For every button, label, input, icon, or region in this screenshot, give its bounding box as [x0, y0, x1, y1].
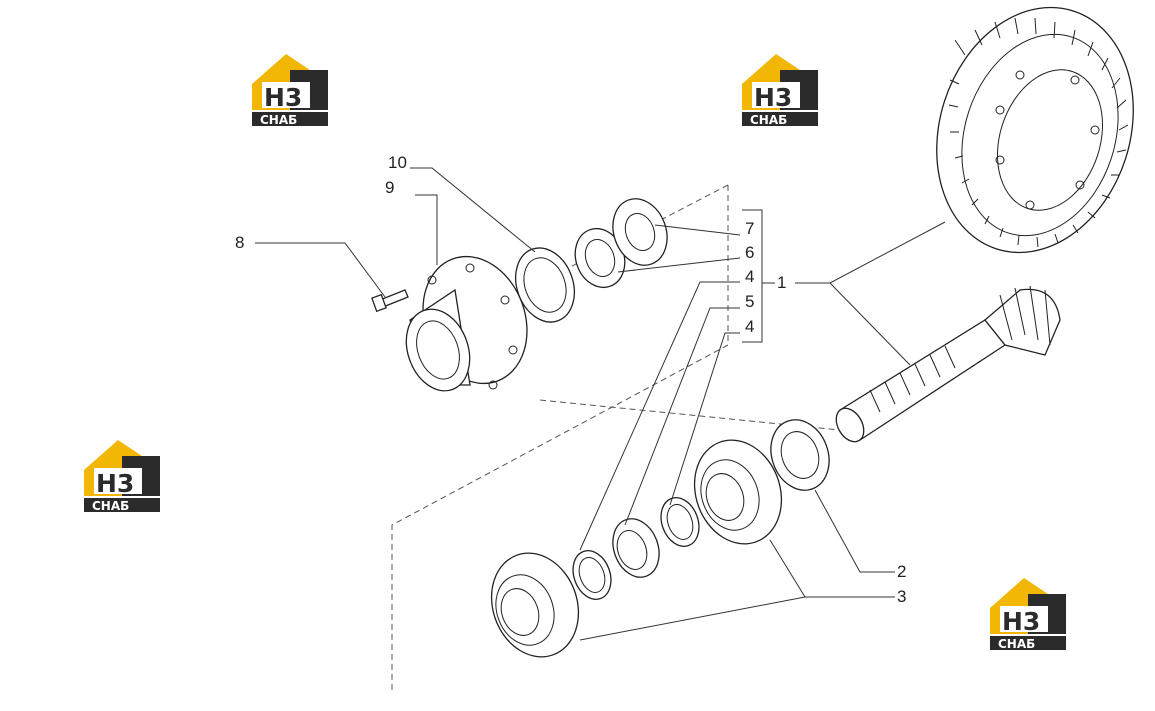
spacer-ring [660, 497, 700, 547]
logo-watermark: H3 CHAБ [738, 50, 822, 128]
callout-5: 5 [745, 292, 754, 311]
logo-mark: H3 [264, 83, 302, 112]
logo-house-icon: H3 CHAБ [990, 578, 1066, 651]
taper-bearing-upper [693, 439, 783, 545]
logo-house-icon: H3 CHAБ [252, 54, 328, 127]
callout-6: 6 [745, 243, 754, 262]
logo-mark: H3 [1002, 607, 1040, 636]
lock-washer [612, 198, 668, 266]
callout-7: 7 [745, 219, 754, 238]
logo-house-icon: H3 CHAБ [742, 54, 818, 127]
bolt [371, 289, 409, 313]
logo-word: CHAБ [750, 113, 787, 127]
callout-9: 9 [385, 178, 394, 197]
taper-bearing-lower [490, 552, 580, 658]
callout-8: 8 [235, 233, 244, 252]
logo-house-icon: H3 CHAБ [84, 440, 160, 513]
logo-watermark: H3 CHAБ [986, 574, 1070, 652]
shim-ring [572, 550, 612, 600]
callout-4a: 4 [745, 267, 754, 286]
ring-gear [936, 6, 1134, 254]
logo-word: CHAБ [260, 113, 297, 127]
callout-3: 3 [897, 587, 906, 606]
callout-2: 2 [897, 562, 906, 581]
leader-lines [255, 167, 946, 641]
logo-watermark: H3 CHAБ [80, 436, 164, 514]
bearing-cup [612, 518, 660, 578]
pinion-shaft [835, 285, 1061, 443]
logo-word: CHAБ [998, 637, 1035, 651]
logo-word: CHAБ [92, 499, 129, 513]
callout-labels: 8 10 9 7 6 4 1 5 4 2 3 [235, 153, 906, 606]
thrust-washer [770, 419, 830, 491]
callout-4b: 4 [745, 317, 754, 336]
seal-ring [515, 247, 575, 323]
logo-mark: H3 [754, 83, 792, 112]
flange-housing [405, 255, 528, 392]
callout-10: 10 [388, 153, 407, 172]
callout-1: 1 [777, 273, 786, 292]
logo-watermark: H3 CHAБ [248, 50, 332, 128]
logo-mark: H3 [96, 469, 134, 498]
